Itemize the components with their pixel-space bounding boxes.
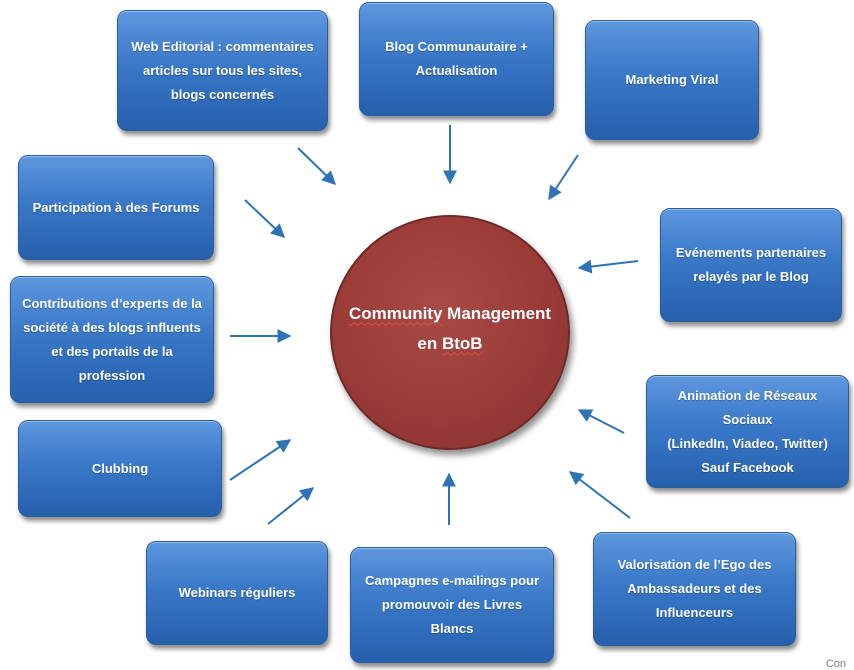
node-forums: Participation à des Forums: [18, 155, 214, 260]
center-title: Community Management en BtoB: [349, 299, 551, 359]
arrow-web-editorial: [297, 147, 337, 185]
center-word-community: Community: [348, 303, 443, 323]
corner-text: Con: [825, 658, 846, 670]
node-contributions-label: Contributions d’experts de la société à …: [22, 295, 202, 383]
arrow-forums: [244, 199, 286, 238]
node-clubbing: Clubbing: [18, 420, 222, 517]
node-campagnes: Campagnes e-mailings pour promouvoir des…: [350, 547, 554, 663]
node-forums-label: Participation à des Forums: [32, 199, 200, 215]
node-clubbing-label: Clubbing: [91, 460, 149, 476]
node-marketing-viral: Marketing Viral: [585, 20, 759, 140]
node-reseaux-sociaux-label: Animation de Réseaux Sociaux (LinkedIn, …: [667, 387, 828, 475]
node-campagnes-label: Campagnes e-mailings pour promouvoir des…: [364, 573, 540, 636]
node-blog-communautaire-label: Blog Communautaire + Actualisation: [385, 39, 528, 78]
node-webinars-label: Webinars réguliers: [178, 585, 296, 600]
center-word-management: Management: [447, 303, 552, 323]
center-word-en: en: [417, 333, 438, 353]
arrow-valorisation: [568, 471, 631, 519]
center-title-line-1: Community Management: [349, 299, 551, 329]
node-evenements: Evénements partenaires relayés par le Bl…: [660, 208, 842, 322]
node-marketing-viral-label: Marketing Viral: [625, 72, 719, 87]
node-blog-communautaire: Blog Communautaire + Actualisation: [359, 2, 554, 116]
node-evenements-label: Evénements partenaires relayés par le Bl…: [675, 245, 827, 284]
center-title-line-2: en BtoB: [349, 329, 551, 359]
arrow-clubbing: [229, 439, 292, 481]
arrow-evenements: [577, 259, 639, 274]
arrow-webinars: [267, 487, 315, 525]
node-web-editorial-label: Web Editorial : commentaires articles su…: [131, 38, 314, 102]
node-webinars: Webinars réguliers: [146, 541, 328, 645]
center-word-btob: BtoB: [441, 333, 483, 353]
node-web-editorial: Web Editorial : commentaires articles su…: [117, 10, 328, 131]
arrow-reseaux: [577, 409, 625, 434]
center-circle: Community Management en BtoB: [330, 215, 570, 450]
node-valorisation-label: Valorisation de l’Ego des Ambassadeurs e…: [617, 557, 772, 620]
node-valorisation: Valorisation de l’Ego des Ambassadeurs e…: [593, 532, 796, 646]
node-reseaux-sociaux: Animation de Réseaux Sociaux (LinkedIn, …: [646, 375, 849, 488]
node-contributions: Contributions d’experts de la société à …: [10, 276, 214, 403]
arrow-marketing-viral: [548, 154, 579, 201]
